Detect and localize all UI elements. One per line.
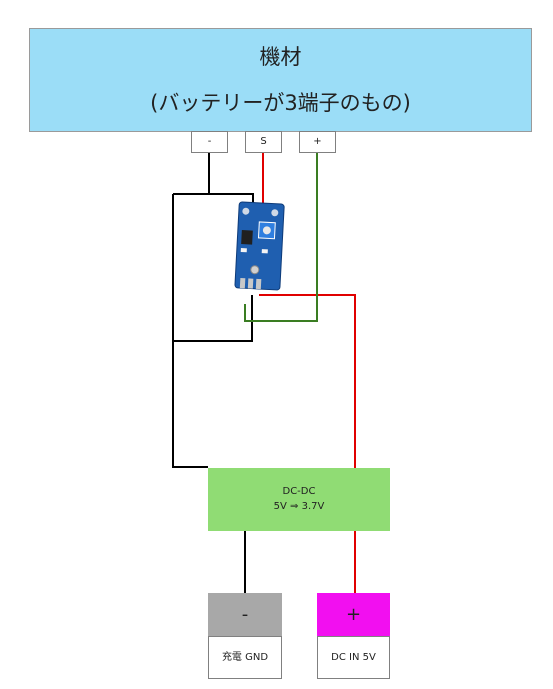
terminal-plus: + [299,131,336,153]
gnd-output-block: - [208,593,282,636]
pin-header [247,278,254,289]
device-block: 機材 (バッテリーが3端子のもの) [29,28,532,132]
led [261,249,268,254]
pin-header [239,278,246,289]
dcdc-spec: 5V ⇒ 3.7V [273,501,325,512]
gnd-output-label: 充電 GND [208,636,282,679]
pos-output-block: + [317,593,390,636]
device-title: 機材 [259,45,302,69]
pos-output-label: DC IN 5V [317,636,390,679]
green-wires [244,153,318,322]
wire-plus [244,153,318,322]
led [240,248,247,253]
device-subtitle: (バッテリーが3端子のもの) [150,91,411,115]
pin-header [255,278,262,290]
wire-sensor-gnd [173,295,253,342]
dcdc-title: DC-DC [282,486,316,497]
potentiometer-knob [262,226,271,235]
terminal-minus: - [191,131,228,153]
red-wires [259,153,356,593]
dcdc-converter: DC-DC 5V ⇒ 3.7V [208,468,390,531]
ic-chip [241,230,253,245]
sensor-element [250,265,260,275]
terminal-signal: S [245,131,282,153]
wire-sensor-to-dcdc [259,294,356,468]
mount-hole [242,207,250,215]
sensor-module [234,201,285,291]
mount-hole [271,209,279,217]
wire-gnd-to-dcdc [172,194,208,468]
